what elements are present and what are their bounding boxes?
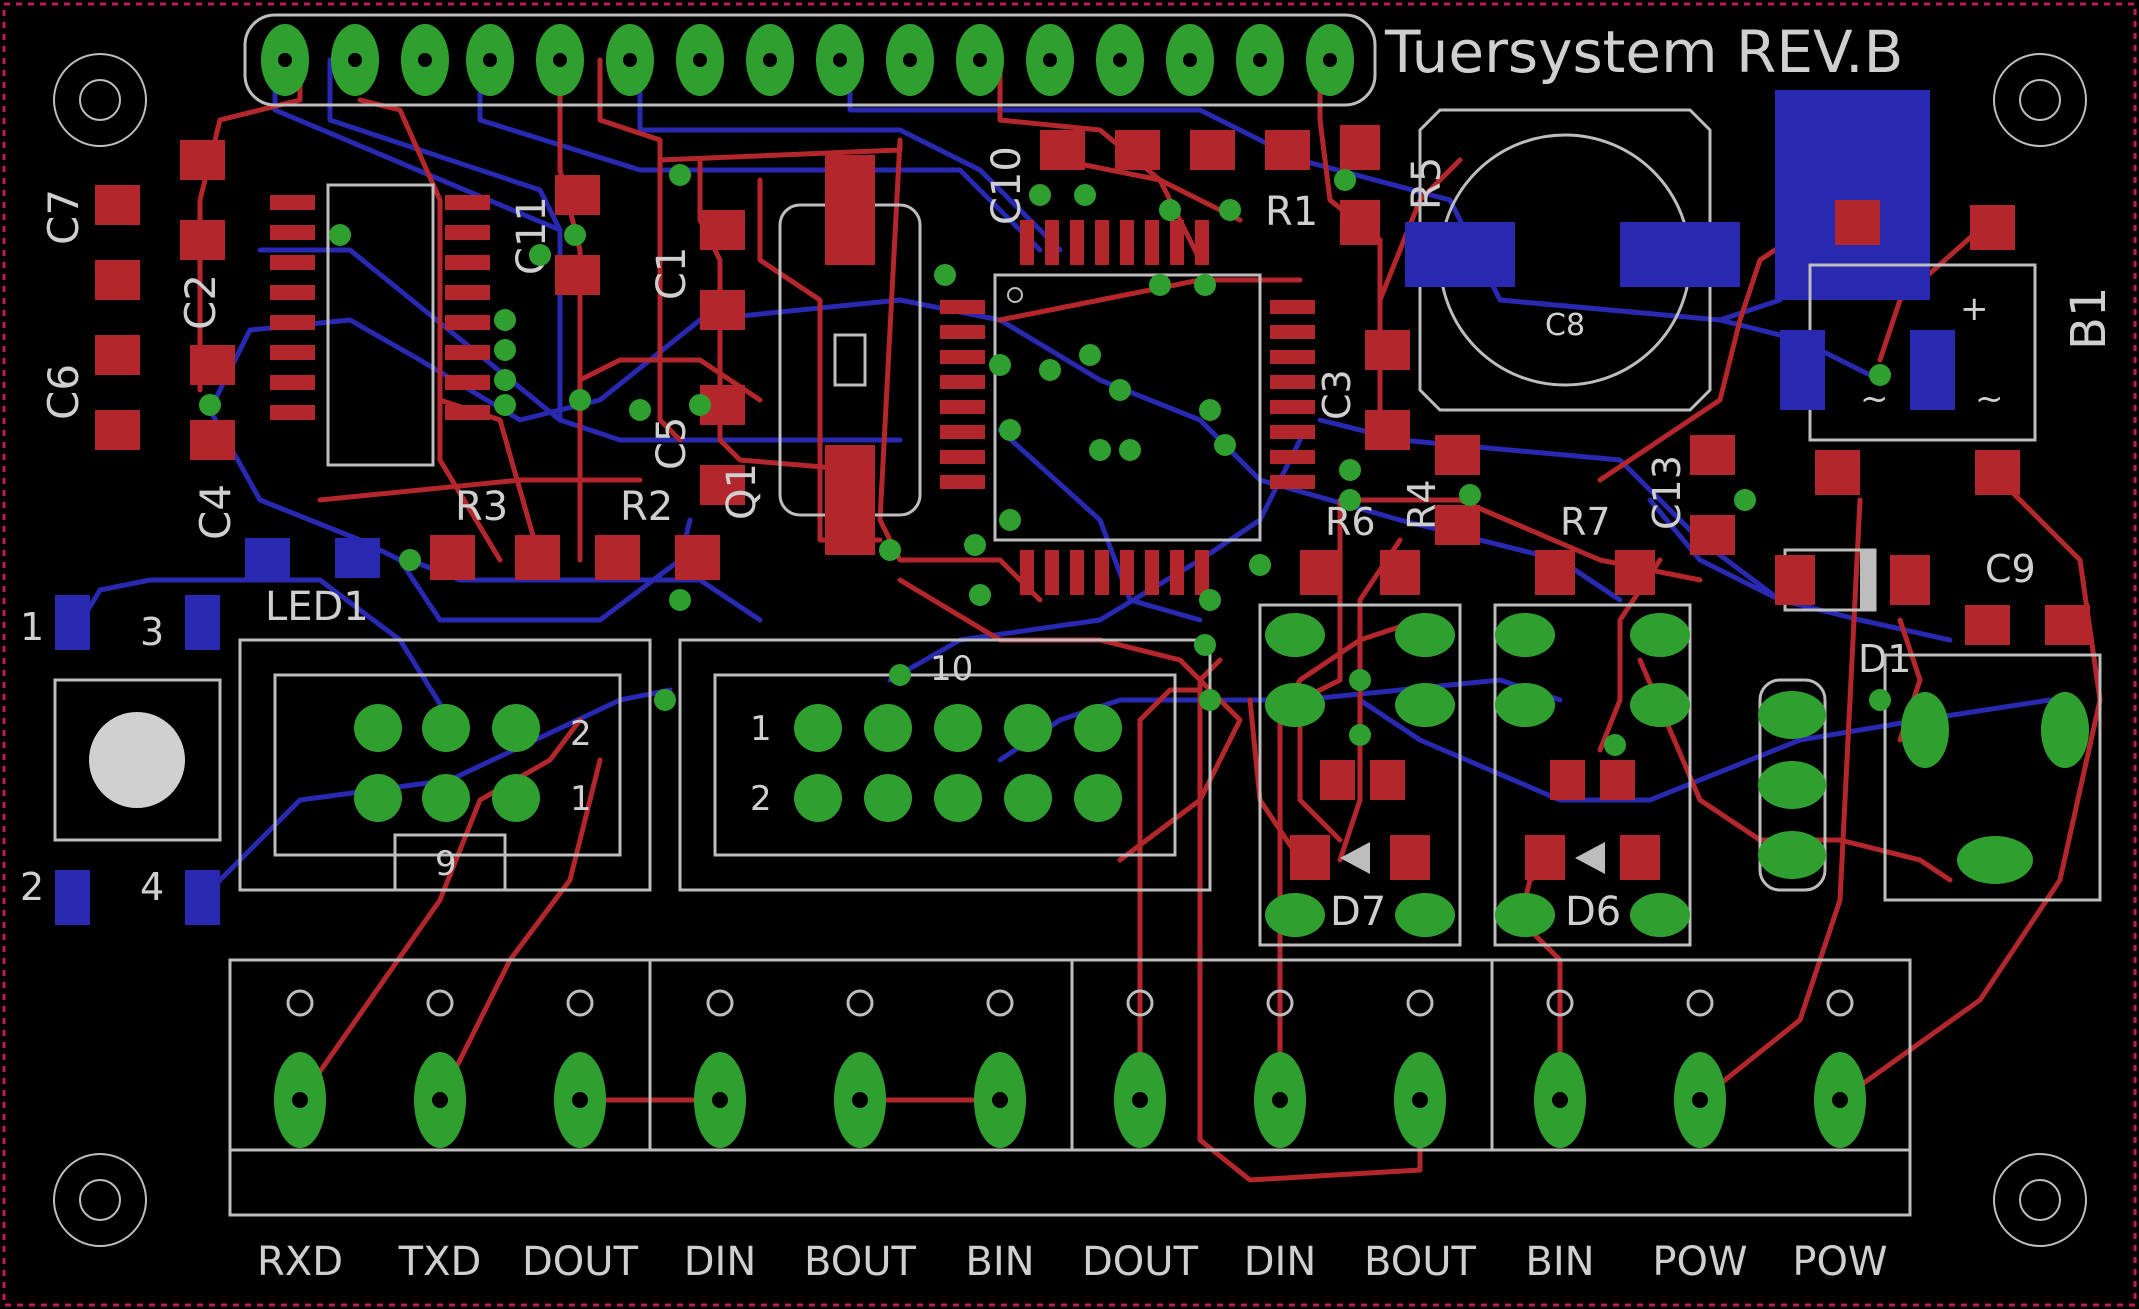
resistor-pads-top bbox=[1040, 125, 1380, 245]
terminal-label: BOUT bbox=[1364, 1239, 1477, 1285]
diode-d1 bbox=[1775, 548, 1930, 612]
optocoupler-d6 bbox=[1493, 603, 1692, 947]
label-d6: D6 bbox=[1565, 889, 1621, 935]
capacitor-pads-c6-c7 bbox=[95, 140, 235, 460]
label-r2: R2 bbox=[620, 484, 673, 530]
switch-pin-1: 1 bbox=[20, 605, 44, 649]
label-c4: C4 bbox=[191, 484, 240, 540]
terminal-label: BOUT bbox=[804, 1239, 917, 1285]
terminal-label: DOUT bbox=[1082, 1239, 1199, 1285]
switch-pin-3: 3 bbox=[140, 610, 164, 654]
switch-pin-4: 4 bbox=[140, 865, 164, 909]
terminal-label: RXD bbox=[257, 1239, 343, 1285]
capacitor-pads-mid bbox=[555, 175, 745, 505]
left-header-pin-1: 1 bbox=[570, 779, 592, 819]
terminal-label: TXD bbox=[398, 1239, 482, 1285]
label-c10: C10 bbox=[984, 146, 1030, 225]
right-header-pin-1: 1 bbox=[750, 709, 772, 749]
switch-pin-2: 2 bbox=[20, 865, 44, 909]
terminal-label: POW bbox=[1652, 1239, 1747, 1285]
label-c6: C6 bbox=[39, 364, 88, 420]
label-c5: C5 bbox=[649, 417, 695, 470]
optocoupler-d7 bbox=[1258, 603, 1462, 947]
label-r7: R7 bbox=[1560, 500, 1611, 544]
capacitor-c9 bbox=[1883, 605, 2102, 902]
ic-left bbox=[270, 183, 490, 467]
box-header-left bbox=[238, 638, 652, 892]
pushbutton bbox=[53, 595, 222, 925]
label-led1: LED1 bbox=[265, 584, 369, 630]
label-c2: C2 bbox=[176, 274, 225, 330]
terminal-label: DOUT bbox=[522, 1239, 639, 1285]
label-r1: R1 bbox=[1265, 189, 1318, 235]
terminal-label: DIN bbox=[684, 1239, 757, 1285]
bridge-plus-mark: + bbox=[1960, 289, 1989, 329]
left-header-pin-9: 9 bbox=[435, 844, 457, 884]
box-header-right bbox=[678, 638, 1212, 892]
terminal-label: BIN bbox=[965, 1239, 1034, 1285]
resistors-r2-r3-led1 bbox=[245, 535, 720, 580]
crystal-q1 bbox=[778, 155, 922, 555]
label-b1: B1 bbox=[2061, 287, 2117, 350]
label-c13: C13 bbox=[1645, 455, 1689, 530]
label-c7: C7 bbox=[39, 189, 88, 245]
terminal-block bbox=[228, 958, 1912, 1217]
label-c1: C1 bbox=[649, 247, 695, 300]
label-c9: C9 bbox=[1985, 547, 2036, 591]
vias bbox=[199, 164, 1891, 756]
label-c8: C8 bbox=[1545, 308, 1585, 343]
microcontroller bbox=[940, 220, 1315, 595]
terminal-label: POW bbox=[1792, 1239, 1887, 1285]
right-header-pin-2: 2 bbox=[750, 779, 772, 819]
three-pin-header bbox=[1758, 678, 1827, 892]
label-q1: Q1 bbox=[719, 463, 765, 520]
passives-right bbox=[1300, 330, 1735, 595]
mounting-holes bbox=[53, 53, 2087, 1247]
label-r5: R5 bbox=[1404, 157, 1450, 210]
bridge-tilde-left: ~ bbox=[1860, 379, 1889, 419]
label-d7: D7 bbox=[1330, 889, 1386, 935]
label-c3: C3 bbox=[1315, 369, 1359, 420]
top-pin-header bbox=[243, 13, 1377, 107]
terminal-label: DIN bbox=[1244, 1239, 1317, 1285]
terminal-labels: RXD TXD DOUT DIN BOUT BIN DOUT DIN BOUT … bbox=[257, 1239, 1888, 1285]
board-title: Tuersystem REV.B bbox=[1384, 18, 1903, 86]
label-r4: R4 bbox=[1400, 479, 1444, 530]
terminal-label: BIN bbox=[1525, 1239, 1594, 1285]
left-header-pin-2: 2 bbox=[570, 714, 592, 754]
label-c11: C11 bbox=[509, 196, 555, 275]
bridge-tilde-right: ~ bbox=[1975, 379, 2004, 419]
label-r3: R3 bbox=[455, 484, 508, 530]
capacitor-c8 bbox=[1405, 108, 1740, 412]
bridge-rectifier-b1 bbox=[1775, 90, 2037, 495]
right-header-pin-10: 10 bbox=[930, 649, 973, 689]
